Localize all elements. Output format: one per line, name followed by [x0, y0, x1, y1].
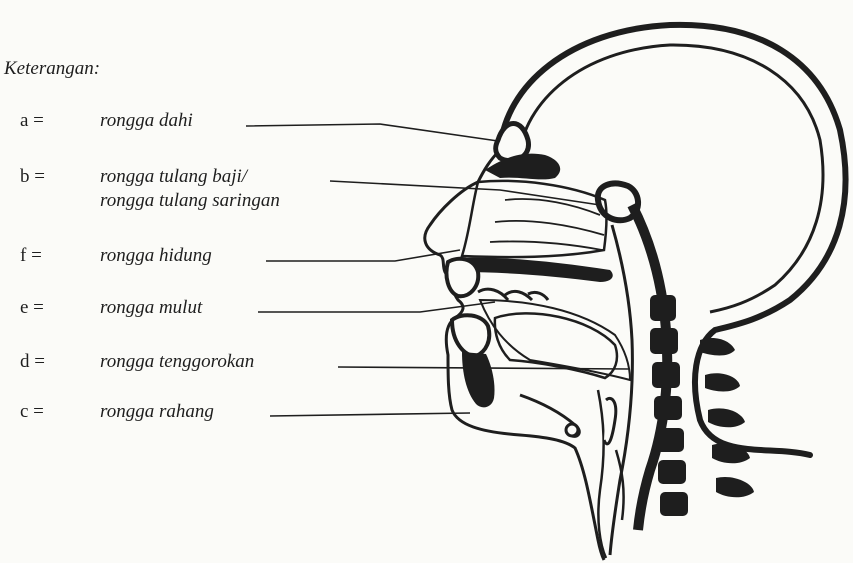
- legend-label-continued: rongga tulang saringan: [100, 190, 280, 212]
- legend-key: e =: [20, 297, 70, 319]
- leader-line-b: [330, 181, 600, 205]
- leader-line-c: [270, 413, 470, 416]
- lower-lip: [452, 315, 489, 356]
- face-profile: [425, 150, 604, 560]
- legend-label: rongga tenggorokan: [100, 351, 254, 373]
- brow-bone: [485, 154, 560, 180]
- legend-label: rongga rahang: [100, 401, 214, 423]
- hyoid-knob: [566, 424, 578, 436]
- upper-teeth: [478, 289, 548, 300]
- legend-label: rongga hidung: [100, 245, 212, 267]
- cervical-vertebrae: [650, 295, 754, 516]
- mandible: [462, 352, 495, 407]
- legend-label: rongga dahi: [100, 110, 193, 132]
- legend-key: b =: [20, 166, 70, 188]
- legend-key: f =: [20, 245, 70, 267]
- pharynx: [610, 225, 632, 555]
- leader-line-d: [338, 367, 630, 369]
- epiglottis: [604, 398, 616, 443]
- legend-key: a =: [20, 110, 70, 132]
- leader-line-e: [258, 302, 495, 312]
- hard-palate: [460, 258, 613, 282]
- leader-line-a: [246, 124, 498, 141]
- legend-title: Keterangan:: [4, 58, 100, 80]
- legend-label: rongga mulut: [100, 297, 202, 319]
- legend-label: rongga tulang baji/: [100, 166, 247, 188]
- legend-key: d =: [20, 351, 70, 373]
- upper-lip: [446, 259, 478, 296]
- nasal-cavity: [462, 181, 607, 257]
- legend-key: c =: [20, 401, 70, 423]
- nasal-conchae: [490, 199, 604, 250]
